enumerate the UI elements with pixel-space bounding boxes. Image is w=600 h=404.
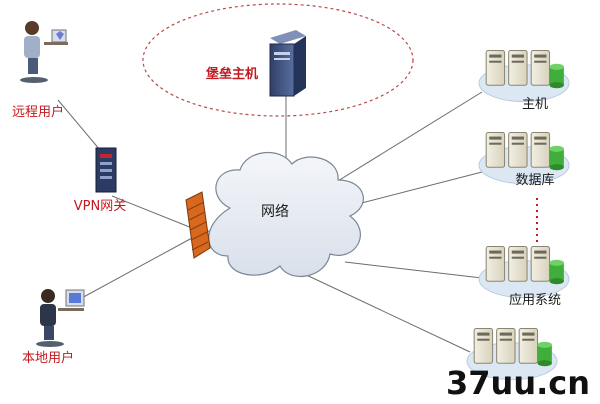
- database-label: 数据库: [515, 172, 554, 188]
- link-remote-vpn: [57, 99, 101, 151]
- link-cloud-bottom: [299, 271, 471, 353]
- app-server-icon: [478, 245, 570, 299]
- app-system-label: 应用系统: [509, 292, 561, 308]
- bastion-zone-ellipse: [142, 3, 414, 117]
- bastion-server-icon: [269, 30, 306, 97]
- link-cloud-db: [349, 171, 483, 207]
- link-local-firewall: [77, 237, 193, 301]
- vpn-gateway-icon: [95, 147, 117, 193]
- remote-user-label: 远程用户: [12, 104, 64, 120]
- link-vpn-firewall: [111, 195, 193, 229]
- host-server-icon: [478, 49, 570, 103]
- link-cloud-host: [319, 91, 483, 193]
- local-user-label: 本地用户: [22, 350, 74, 366]
- network-cloud: [208, 151, 364, 278]
- vpn-gateway-label: VPN网关: [74, 199, 126, 214]
- watermark: 37uu.cn: [446, 364, 590, 400]
- network-label: 网络: [261, 204, 289, 220]
- bastion-host-label: 堡垒主机: [206, 66, 258, 82]
- remote-user-icon: [20, 21, 68, 83]
- host-label: 主机: [522, 97, 548, 112]
- local-user-icon: [36, 289, 85, 347]
- link-cloud-app: [344, 261, 483, 279]
- firewall-icon: [185, 191, 211, 259]
